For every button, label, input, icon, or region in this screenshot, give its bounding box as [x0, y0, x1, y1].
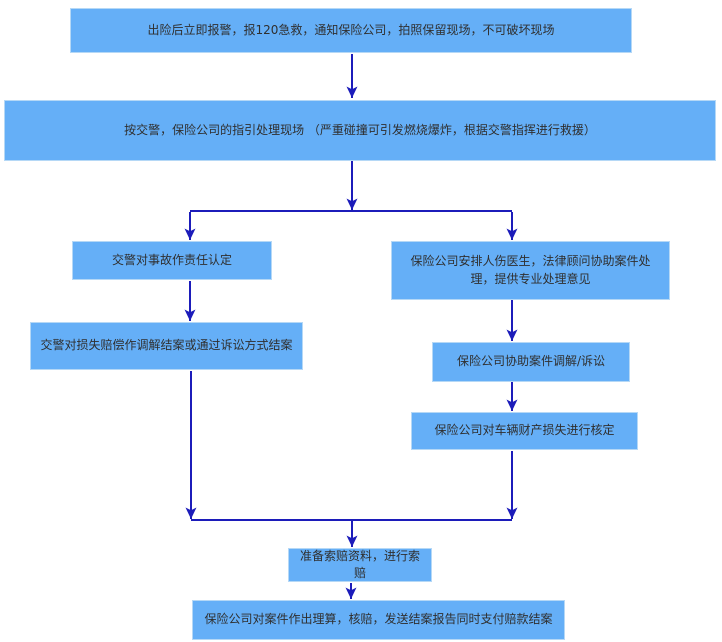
flow-node-report-accident: 出险后立即报警，报120急救，通知保险公司，拍照保留现场，不可破坏现场	[70, 8, 632, 53]
flow-node-settlement: 保险公司对案件作出理算，核赔，发送结案报告同时支付赔款结案	[192, 600, 565, 640]
flow-node-police-liability: 交警对事故作责任认定	[72, 241, 272, 280]
flow-node-label: 按交警，保险公司的指引处理现场 （严重碰撞可引发燃烧爆炸，根据交警指挥进行救援）	[124, 122, 596, 137]
flow-node-label: 交警对损失赔偿作调解结案或通过诉讼方式结案	[40, 338, 293, 353]
flow-node-label: 保险公司对案件作出理算，核赔，发送结案报告同时支付赔款结案	[204, 612, 553, 627]
flow-node-label: 保险公司安排人伤医生，法律顾问协助案件处理，提供专业处理意见	[410, 254, 651, 286]
flow-node-label: 保险公司对车辆财产损失进行核定	[434, 423, 615, 438]
flow-node-insurer-assessment: 保险公司对车辆财产损失进行核定	[411, 412, 638, 450]
flow-node-label: 保险公司协助案件调解/诉讼	[456, 354, 606, 369]
flow-node-label: 交警对事故作责任认定	[111, 252, 232, 267]
flow-node-insurer-mediation: 保险公司协助案件调解/诉讼	[432, 342, 630, 382]
flow-node-label: 出险后立即报警，报120急救，通知保险公司，拍照保留现场，不可破坏现场	[147, 22, 555, 37]
flow-node-insurer-arrange: 保险公司安排人伤医生，法律顾问协助案件处理，提供专业处理意见	[391, 241, 670, 300]
flow-node-handle-scene: 按交警，保险公司的指引处理现场 （严重碰撞可引发燃烧爆炸，根据交警指挥进行救援）	[4, 100, 716, 161]
flow-node-label: 准备索赔资料，进行索赔	[299, 548, 420, 580]
flow-node-police-mediation: 交警对损失赔偿作调解结案或通过诉讼方式结案	[30, 322, 303, 370]
flow-node-prepare-claim: 准备索赔资料，进行索赔	[288, 548, 432, 582]
